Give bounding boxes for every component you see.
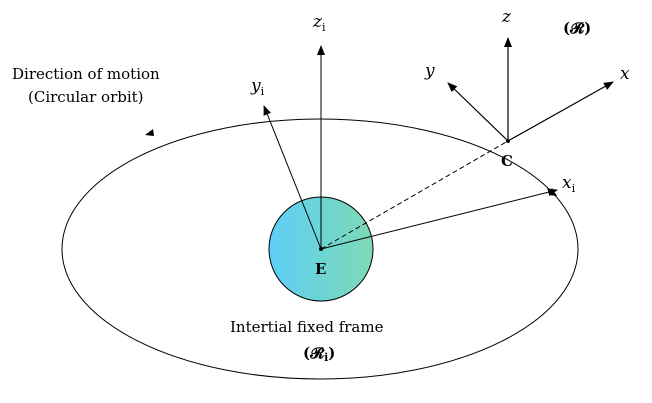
body-x-axis	[507, 81, 614, 142]
inertial-y-axis	[263, 105, 322, 250]
orbit-direction-arrow-left	[145, 129, 154, 136]
circular-orbit-text: (Circular orbit)	[28, 88, 144, 106]
circular-orbit	[61, 118, 579, 380]
body-x-label: x	[620, 64, 630, 84]
earth-label: E	[315, 260, 326, 278]
body-y-axis	[447, 82, 509, 142]
direction-of-motion-text: Direction of motion	[12, 65, 160, 83]
body-z-label: z	[501, 7, 512, 27]
body-y-label: y	[424, 61, 435, 81]
inertial-y-label: yi	[250, 76, 265, 98]
inertial-frame-symbol: (𝓡i)	[303, 344, 335, 364]
inertial-z-label: zi	[312, 12, 326, 34]
point-c-label: C	[501, 152, 513, 170]
inertial-x-label: xi	[562, 173, 576, 195]
inertial-x-axis	[320, 188, 558, 250]
point-c	[506, 139, 510, 143]
earth-center-point	[319, 247, 323, 251]
body-frame-label: (𝓡)	[563, 19, 591, 37]
inertial-frame-caption: Intertial fixed frame	[230, 318, 384, 336]
earth-to-c-dashed-line	[320, 140, 509, 250]
